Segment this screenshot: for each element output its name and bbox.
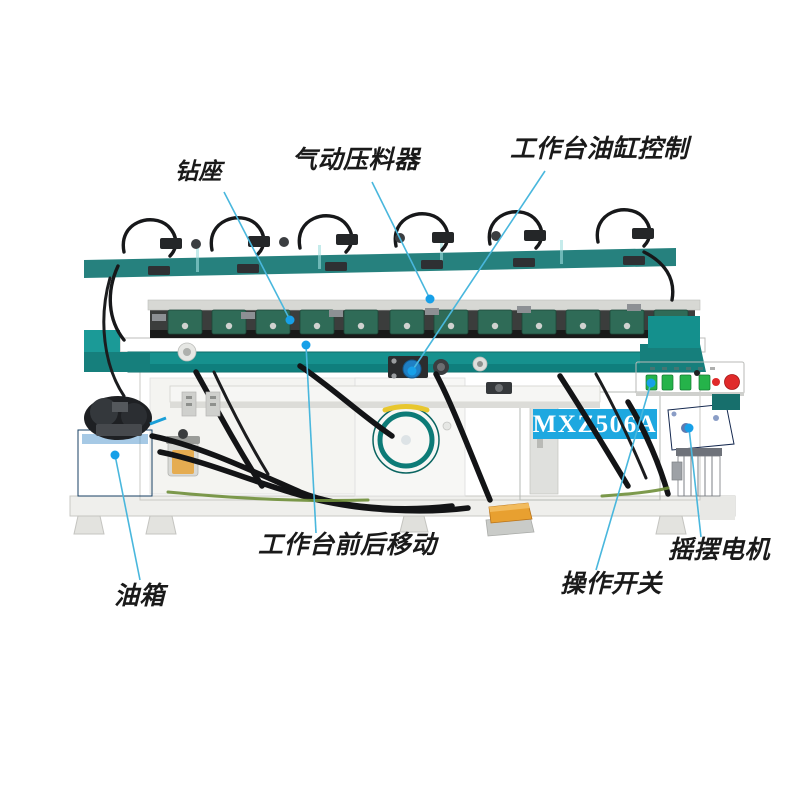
- swing-motor: [667, 394, 740, 497]
- machine-base: [69, 495, 736, 535]
- control-panel: [635, 361, 745, 396]
- motor-fins: [671, 455, 721, 497]
- foot-pedal[interactable]: [485, 502, 535, 537]
- callout-label-drill-seat: 钻座: [175, 158, 222, 184]
- callout-label-oil-tank: 油箱: [114, 582, 166, 610]
- callout-label-worktable-forward-back-move: 工作台前后移动: [258, 531, 437, 559]
- callout-label-pneumatic-presser: 气动压料器: [292, 146, 420, 174]
- body-details: [177, 342, 512, 417]
- callout-label-operation-switch: 操作开关: [560, 570, 663, 598]
- handwheel: [372, 404, 452, 474]
- callout-label-worktable-cylinder-control: 工作台油缸控制: [510, 135, 689, 163]
- callout-label-swing-motor: 摇摆电机: [668, 536, 771, 564]
